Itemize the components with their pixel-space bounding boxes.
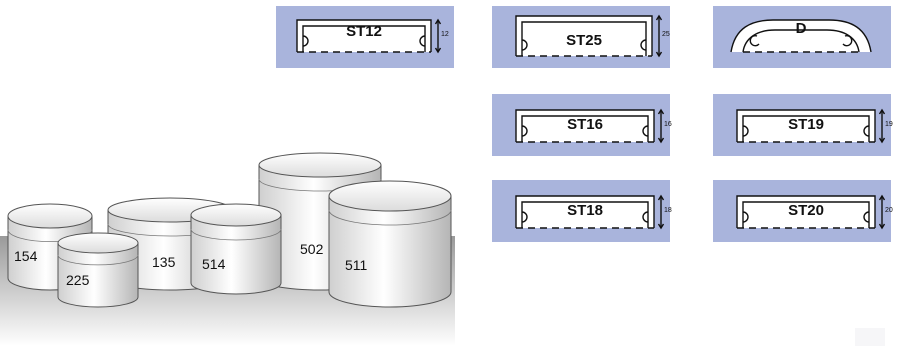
profile-label-st16: ST16 [567,116,603,133]
profile-tile-st19: ST19 19 [713,94,893,156]
profile-label-st20: ST20 [788,202,824,219]
jar-225 [57,232,139,308]
profile-tile-st12: ST12 12 [276,6,454,68]
profile-dimension-st18: 18 [664,207,672,214]
profile-label-d: D [795,20,807,37]
jar-label-511: 511 [345,257,368,273]
profile-tile-st18: ST18 18 [492,180,672,242]
profile-tile-st25: ST25 25 [492,6,670,68]
profile-dimension-st16: 16 [664,121,672,128]
profile-drawing-st12 [296,18,442,54]
jar-label-154: 154 [14,248,38,264]
profile-dimension-st20: 20 [885,207,893,214]
profile-drawing-st18 [515,194,665,230]
jar-label-135: 135 [152,254,176,270]
profile-dimension-st12: 12 [441,31,449,38]
profile-tile-st20: ST20 20 [713,180,893,242]
jar-label-514: 514 [202,256,226,272]
jar-label-225: 225 [66,272,90,288]
profile-label-st25: ST25 [566,32,602,49]
profile-drawing-d [730,19,872,53]
profile-label-st18: ST18 [567,202,603,219]
profile-tile-d: D [713,6,891,68]
jar-511 [328,180,452,308]
profile-label-st19: ST19 [788,116,824,133]
profile-drawing-st19 [736,108,886,144]
jar-label-502: 502 [300,241,324,257]
profile-dimension-st25: 25 [662,31,670,38]
profile-label-st12: ST12 [346,23,382,40]
profile-drawing-st16 [515,108,665,144]
profile-tile-st16: ST16 16 [492,94,672,156]
jar-514 [190,203,282,295]
corner-patch [855,328,885,346]
profile-drawing-st20 [736,194,886,230]
profile-dimension-st19: 19 [885,121,893,128]
profile-drawing-st25 [515,14,663,58]
